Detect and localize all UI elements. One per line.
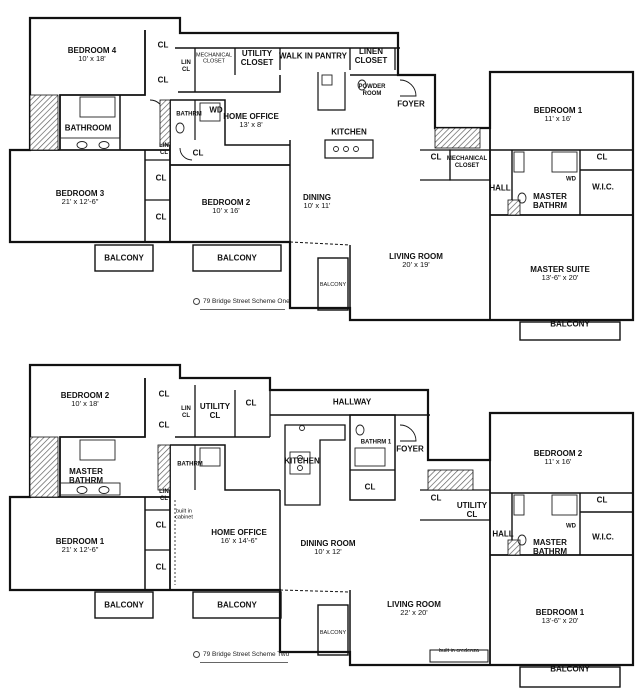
balcony-outline xyxy=(317,257,349,311)
scheme-two-hatched-walls xyxy=(29,436,521,556)
s2-bathrm1-label: BATHRM 1 xyxy=(360,439,392,446)
s1-bathrm-label: BATHRM xyxy=(176,111,202,118)
s1-balcony-label: BALCONY xyxy=(319,281,347,288)
s1-walk-in-pantry-label: WALK IN PANTRY xyxy=(279,51,347,61)
s1-closet-label: CL xyxy=(155,173,167,183)
s2-hallway-label: HALLWAY xyxy=(332,397,372,407)
s2-kitchen-label: KITCHEN xyxy=(284,456,320,466)
s1-closet-label: CL xyxy=(430,152,442,162)
s2-utility-label: UTILITY CL xyxy=(456,500,488,519)
scheme-one-exterior-wall xyxy=(8,16,635,322)
s2-living-room-label: LIVING ROOM 22' x 20' xyxy=(387,600,441,618)
s2-closet-label: CL xyxy=(158,389,170,399)
s2-wd-label: WD xyxy=(566,523,576,530)
s2-dining-room-label: DINING ROOM 10' x 12' xyxy=(300,539,356,557)
s1-wd-label: WD xyxy=(566,176,576,183)
scheme-two-exterior-wall xyxy=(8,363,635,667)
s1-foyer-label: FOYER xyxy=(397,99,425,109)
s1-closet-label: CL xyxy=(155,212,167,222)
scheme-one-fixtures xyxy=(59,74,578,204)
s2-linen-closet-label: LIN CL xyxy=(159,489,169,502)
s1-balcony-label: BALCONY xyxy=(550,319,590,329)
s2-closet-label: CL xyxy=(155,562,167,572)
s1-bedroom2-label: BEDROOM 2 10' x 16' xyxy=(201,198,251,216)
s2-bedroom1-right-label: BEDROOM 1 13'-6" x 20' xyxy=(535,608,585,626)
s1-hall-label: HALL xyxy=(489,183,511,193)
scheme-two-fixtures xyxy=(59,424,578,546)
s1-mechanical-closet-label: MECHANICAL CLOSET xyxy=(446,156,488,169)
caption-underline xyxy=(200,662,288,663)
s2-closet-label: CL xyxy=(155,520,167,530)
s2-master-bathrm-left-label: MASTER BATHRM xyxy=(68,466,104,485)
s1-balcony-label: BALCONY xyxy=(104,253,144,263)
s1-wic-label: W.I.C. xyxy=(592,182,614,192)
balcony-outline xyxy=(519,666,621,688)
s1-home-office-label: HOME OFFICE 13' x 8' xyxy=(223,112,279,130)
s2-foyer-label: FOYER xyxy=(396,444,424,454)
balcony-outline xyxy=(94,244,154,272)
s2-built-in-cabinet-label: built in cabinet xyxy=(175,508,193,521)
balcony-outline xyxy=(192,244,282,272)
s1-bedroom4-label: BEDROOM 4 10' x 18' xyxy=(67,46,117,64)
s1-kitchen-label: KITCHEN xyxy=(331,127,367,137)
section-marker-icon xyxy=(193,651,200,658)
s1-living-room-label: LIVING ROOM 20' x 19' xyxy=(389,252,443,270)
s1-powder-room-label: POWDER ROOM xyxy=(358,84,386,97)
section-marker-icon xyxy=(193,298,200,305)
s2-closet-label: CL xyxy=(364,482,376,492)
s2-closet-label: CL xyxy=(158,420,170,430)
s1-dining-label: DINING 10' x 11' xyxy=(303,193,331,211)
s2-balcony-label: BALCONY xyxy=(217,600,257,610)
s2-wic-label: W.I.C. xyxy=(592,532,614,542)
s1-mechanical-closet-small-label: MECHANICAL CLOSET xyxy=(196,52,233,65)
s2-built-in-credenza-label: built in credenza xyxy=(438,647,480,654)
credenza-outline xyxy=(429,649,489,663)
s1-bedroom1-label: BEDROOM 1 11' x 16' xyxy=(533,106,583,124)
s1-closet-label: CL xyxy=(157,40,169,50)
s1-linen-closet-label: LIN CL xyxy=(159,143,169,156)
balcony-outline xyxy=(192,591,282,619)
caption-underline xyxy=(200,309,285,310)
scheme-two-plan xyxy=(8,363,635,688)
s1-closet-label: CL xyxy=(596,152,608,162)
s1-utility-closet-label: UTILITY CLOSET xyxy=(240,48,274,67)
s1-bathroom-label: BATHROOM xyxy=(64,123,112,133)
s2-bedroom2-right-label: BEDROOM 2 11' x 16' xyxy=(533,449,583,467)
s1-linen-closet-label: LIN CL xyxy=(181,60,191,73)
s2-bathrm-label: BATHRM xyxy=(177,461,203,468)
s2-balcony-label: BALCONY xyxy=(550,664,590,674)
scheme-one-caption: 79 Bridge Street Scheme One xyxy=(193,298,290,305)
s1-wd-label: WD xyxy=(209,105,223,115)
s1-balcony-label: BALCONY xyxy=(217,253,257,263)
s1-closet-label: CL xyxy=(192,148,204,158)
s1-linen-closet-label: LINEN CLOSET xyxy=(354,46,388,65)
s2-home-office-label: HOME OFFICE 16' x 14'-6" xyxy=(211,528,267,546)
s2-bedroom2-left-label: BEDROOM 2 10' x 18' xyxy=(60,391,110,409)
scheme-two-caption: 79 Bridge Street Scheme Two xyxy=(193,651,289,658)
s2-closet-label: CL xyxy=(245,398,257,408)
scheme-one-hatched-walls xyxy=(29,94,521,216)
s2-balcony-label: BALCONY xyxy=(104,600,144,610)
balcony-outline xyxy=(317,604,349,656)
s2-master-bathrm-right-label: MASTER BATHRM xyxy=(532,537,568,556)
s1-master-suite-label: MASTER SUITE 13'-6" x 20' xyxy=(530,265,590,283)
scheme-one-plan xyxy=(8,16,635,341)
s2-balcony-label: BALCONY xyxy=(319,629,347,636)
s2-linen-closet-label: LIN CL xyxy=(181,406,191,419)
s2-closet-label: CL xyxy=(596,495,608,505)
balcony-outline xyxy=(519,321,621,341)
balcony-outline xyxy=(94,591,154,619)
s2-closet-label: CL xyxy=(430,493,442,503)
s2-utility-cl-label: UTILITY CL xyxy=(199,401,231,420)
s1-closet-label: CL xyxy=(157,75,169,85)
s1-bedroom3-label: BEDROOM 3 21' x 12'-6" xyxy=(55,189,105,207)
s1-master-bathrm-label: MASTER BATHRM xyxy=(532,191,568,210)
s2-hall-label: HALL xyxy=(492,529,514,539)
s2-bedroom1-left-label: BEDROOM 1 21' x 12'-6" xyxy=(55,537,105,555)
